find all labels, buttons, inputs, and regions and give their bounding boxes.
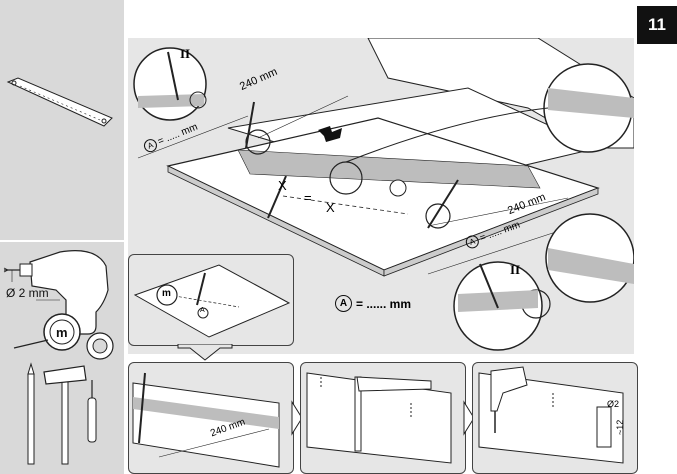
ruler-icon — [6, 77, 113, 127]
step-1-art — [132, 372, 280, 468]
step-arrow-2-icon — [463, 400, 475, 436]
marker-ii-right: II — [510, 262, 521, 277]
step-panel-3: Ø2 ~12 — [472, 362, 638, 474]
step-3-depth: ~12 — [615, 419, 625, 435]
step-arrow-1-icon — [291, 400, 303, 436]
inset-illustration: m A — [128, 254, 294, 346]
step-2-art — [306, 372, 452, 464]
down-arrow-icon — [177, 344, 233, 361]
tool-sidebar-art: Ø 2 mm m — [3, 77, 114, 465]
measurement-legend: A = ...... mm — [335, 295, 411, 312]
step-panel-2 — [300, 362, 466, 474]
inset-tape-badge: m — [162, 288, 171, 299]
tape-roll-icon — [86, 332, 114, 360]
step-3-art — [478, 366, 624, 464]
tape-measure-icon: m — [13, 313, 81, 351]
tool-sidebar: Ø 2 mm m — [0, 0, 124, 474]
marker-ii-top: II — [180, 46, 191, 61]
legend-circle-a: A — [335, 295, 352, 312]
drill-icon — [3, 250, 109, 335]
x-mark-left: X — [278, 178, 287, 193]
step-3-diameter: Ø2 — [607, 399, 620, 409]
tape-badge: m — [56, 325, 68, 340]
awl-icon — [87, 380, 97, 443]
sidebar-divider — [0, 240, 124, 242]
x-mark-right: X — [326, 200, 335, 215]
pencil-icon — [27, 362, 35, 465]
inset-art — [133, 264, 291, 338]
main-illustration-art — [133, 38, 634, 351]
inset-circle-a: A — [200, 307, 205, 314]
hammer-icon — [43, 365, 87, 465]
page-number-badge: 11 — [637, 6, 677, 44]
legend-text: = ...... mm — [356, 296, 412, 311]
x-equals: = — [304, 190, 312, 205]
drill-bit-label: Ø 2 mm — [6, 286, 49, 300]
step-panel-1: 240 mm — [128, 362, 294, 474]
